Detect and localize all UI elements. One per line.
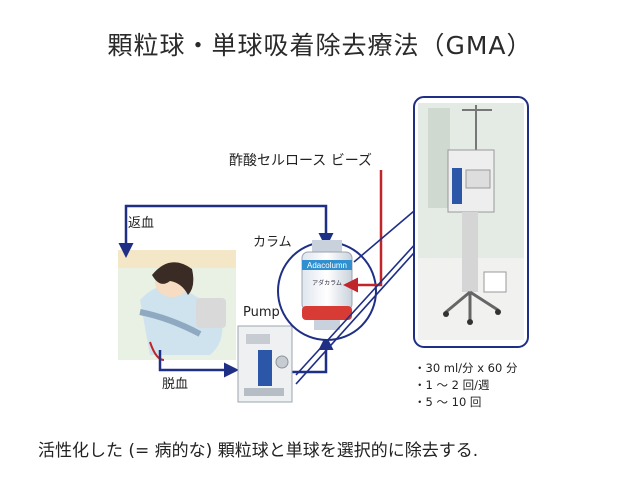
caption-text: 活性化した (= 病的な) 顆粒球と単球を選択的に除去する. <box>38 441 479 461</box>
protocol-item: ・1 〜 2 回/週 <box>414 378 490 392</box>
column-image <box>301 240 353 330</box>
pump-label: Pump <box>243 305 280 320</box>
pump-to-column-arrow <box>292 335 334 374</box>
protocol-item: ・30 ml/分 x 60 分 <box>414 361 518 375</box>
return-blood-label: 返血 <box>128 216 155 231</box>
patient-illustration <box>118 250 236 361</box>
protocol-list: ・30 ml/分 x 60 分 ・1 〜 2 回/週 ・5 〜 10 回 <box>414 360 517 411</box>
column-brand-text: Adacolumn <box>307 261 347 270</box>
pump-device <box>237 325 293 403</box>
return-flow-arrow <box>118 204 334 258</box>
beads-pointer-line <box>343 170 383 293</box>
column-label: カラム <box>253 235 292 250</box>
machine-photo <box>418 103 524 340</box>
beads-label: 酢酸セルロース ビーズ <box>229 153 373 169</box>
protocol-item: ・5 〜 10 回 <box>414 395 482 409</box>
draw-blood-label: 脱血 <box>162 377 189 392</box>
column-jp-text: アダカラム <box>312 279 342 287</box>
draw-flow-arrow <box>158 350 239 378</box>
page-title: 顆粒球・単球吸着除去療法（GMA） <box>107 31 533 60</box>
